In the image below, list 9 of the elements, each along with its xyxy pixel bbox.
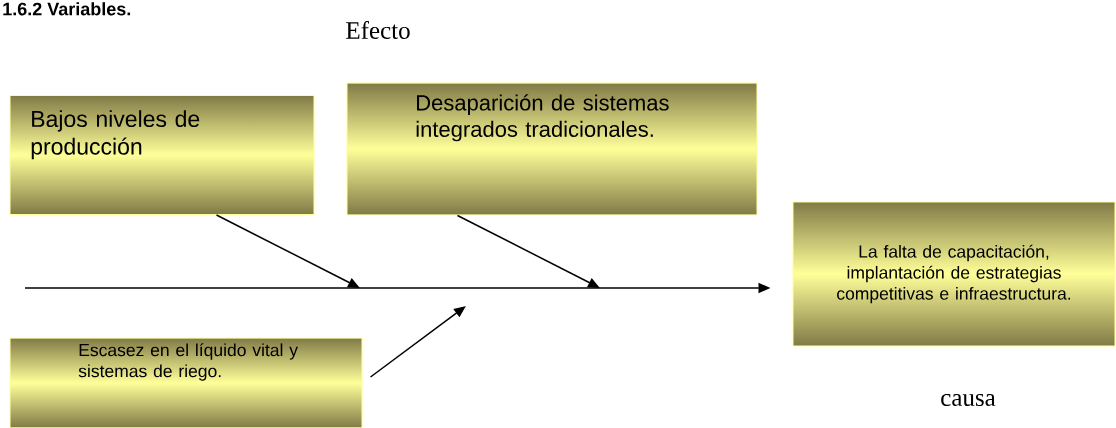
axis-label: Efecto <box>346 21 410 39</box>
cause-box: Escasez en el líquido vital y sistemas de riego. <box>9 337 363 428</box>
arrow <box>215 214 360 288</box>
arrow <box>369 306 466 378</box>
axis-label: causa <box>941 394 996 406</box>
cause-box: Desaparición de sistemas integrados tradicionales. <box>346 82 758 216</box>
cause-box: Bajos niveles de producción <box>9 95 315 215</box>
cause-box: La falta de capacitación, implantación de estrategias competitivas e infraestructura. <box>792 201 1116 347</box>
heading: 1.6.2 Variables. <box>3 2 131 16</box>
